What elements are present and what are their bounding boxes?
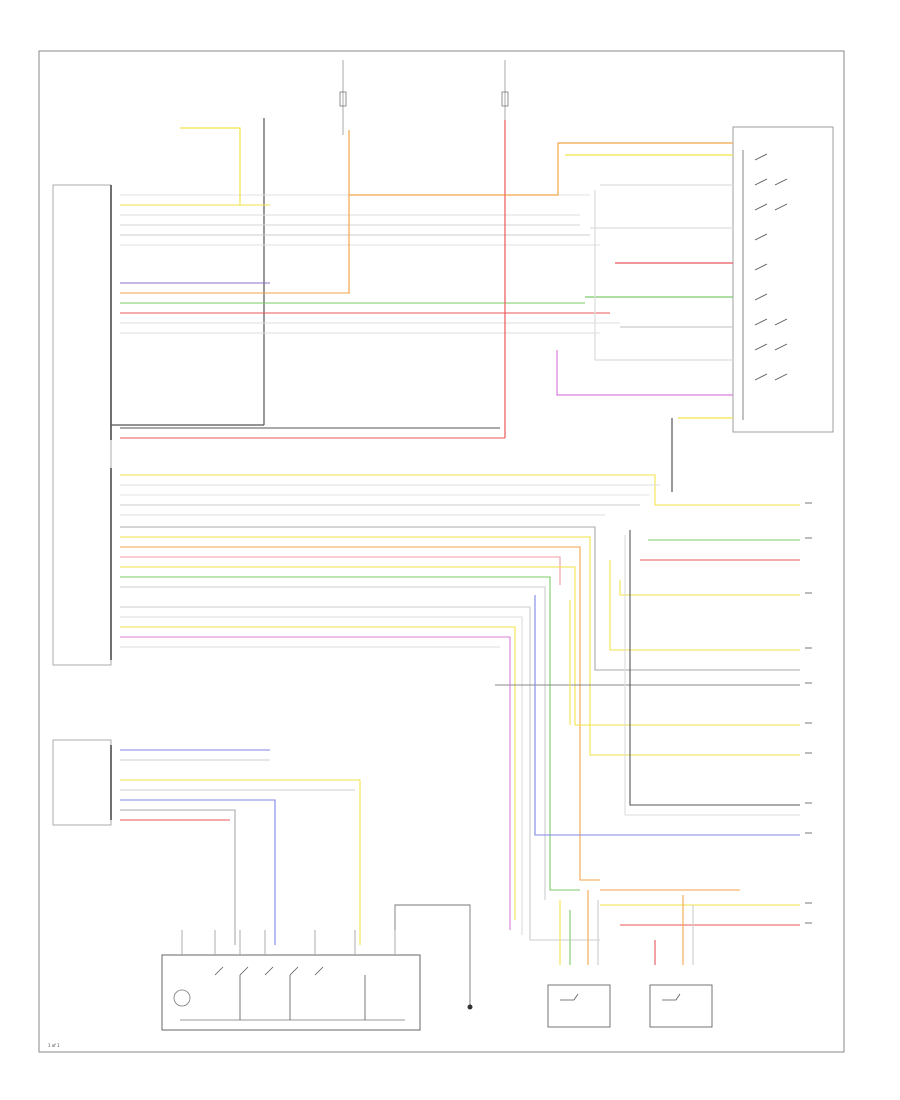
wire [120, 586, 546, 900]
wire [619, 580, 800, 596]
wire [609, 560, 800, 651]
wire [120, 616, 523, 935]
fuse-left-element [339, 91, 347, 107]
lumbar-switch-box [161, 954, 421, 1031]
lumbar-switch-module [161, 930, 421, 1031]
wire [120, 779, 361, 945]
middle-wires [120, 474, 800, 941]
seat-motor-right [649, 984, 713, 1028]
fuse-right-element [501, 91, 509, 107]
ground-connection [394, 904, 473, 1010]
wire [120, 576, 580, 891]
wire [120, 636, 511, 930]
right-connector-ticks [805, 502, 812, 924]
wire [120, 474, 800, 506]
seat-motor-right-box [649, 984, 713, 1028]
wire [556, 350, 733, 396]
lower-left-module-box [52, 739, 112, 826]
seat-motor-right-symbol [662, 993, 681, 1001]
wire [120, 536, 800, 756]
wire [120, 556, 561, 585]
switch-contacts [754, 153, 788, 381]
wire [394, 904, 471, 1005]
upper-left-module-box [52, 184, 112, 666]
wire [534, 595, 800, 836]
upper-wires [120, 194, 620, 439]
wire [120, 526, 800, 671]
lumbar-switch-contacts [214, 966, 366, 1020]
right-wires [495, 530, 800, 965]
lumbar-motor-symbol [173, 989, 191, 1007]
lumbar-top-feeds [181, 930, 396, 955]
wire [624, 535, 800, 816]
lower-wires [120, 749, 361, 945]
feed-wires [180, 120, 733, 492]
diagram-border [38, 50, 845, 1053]
wire [505, 142, 733, 196]
wire [120, 606, 600, 941]
seat-motor-left-box [547, 984, 611, 1028]
page-number: 1 of 1 [48, 1043, 60, 1048]
wire [120, 566, 800, 726]
wire [629, 530, 800, 806]
fuse-block-left [339, 60, 347, 135]
seat-switch-assembly [732, 126, 834, 433]
upper-left-module [52, 118, 265, 666]
wire [594, 190, 733, 361]
seat-motor-left [547, 984, 611, 1028]
ground-point [467, 1004, 473, 1010]
lower-left-module [52, 739, 112, 826]
seat-motor-left-symbol [560, 993, 579, 1001]
seat-switch-box [732, 126, 834, 433]
wire [120, 799, 276, 945]
wire [120, 626, 516, 920]
wire [120, 809, 236, 945]
wire [180, 127, 241, 205]
wire [120, 546, 600, 881]
